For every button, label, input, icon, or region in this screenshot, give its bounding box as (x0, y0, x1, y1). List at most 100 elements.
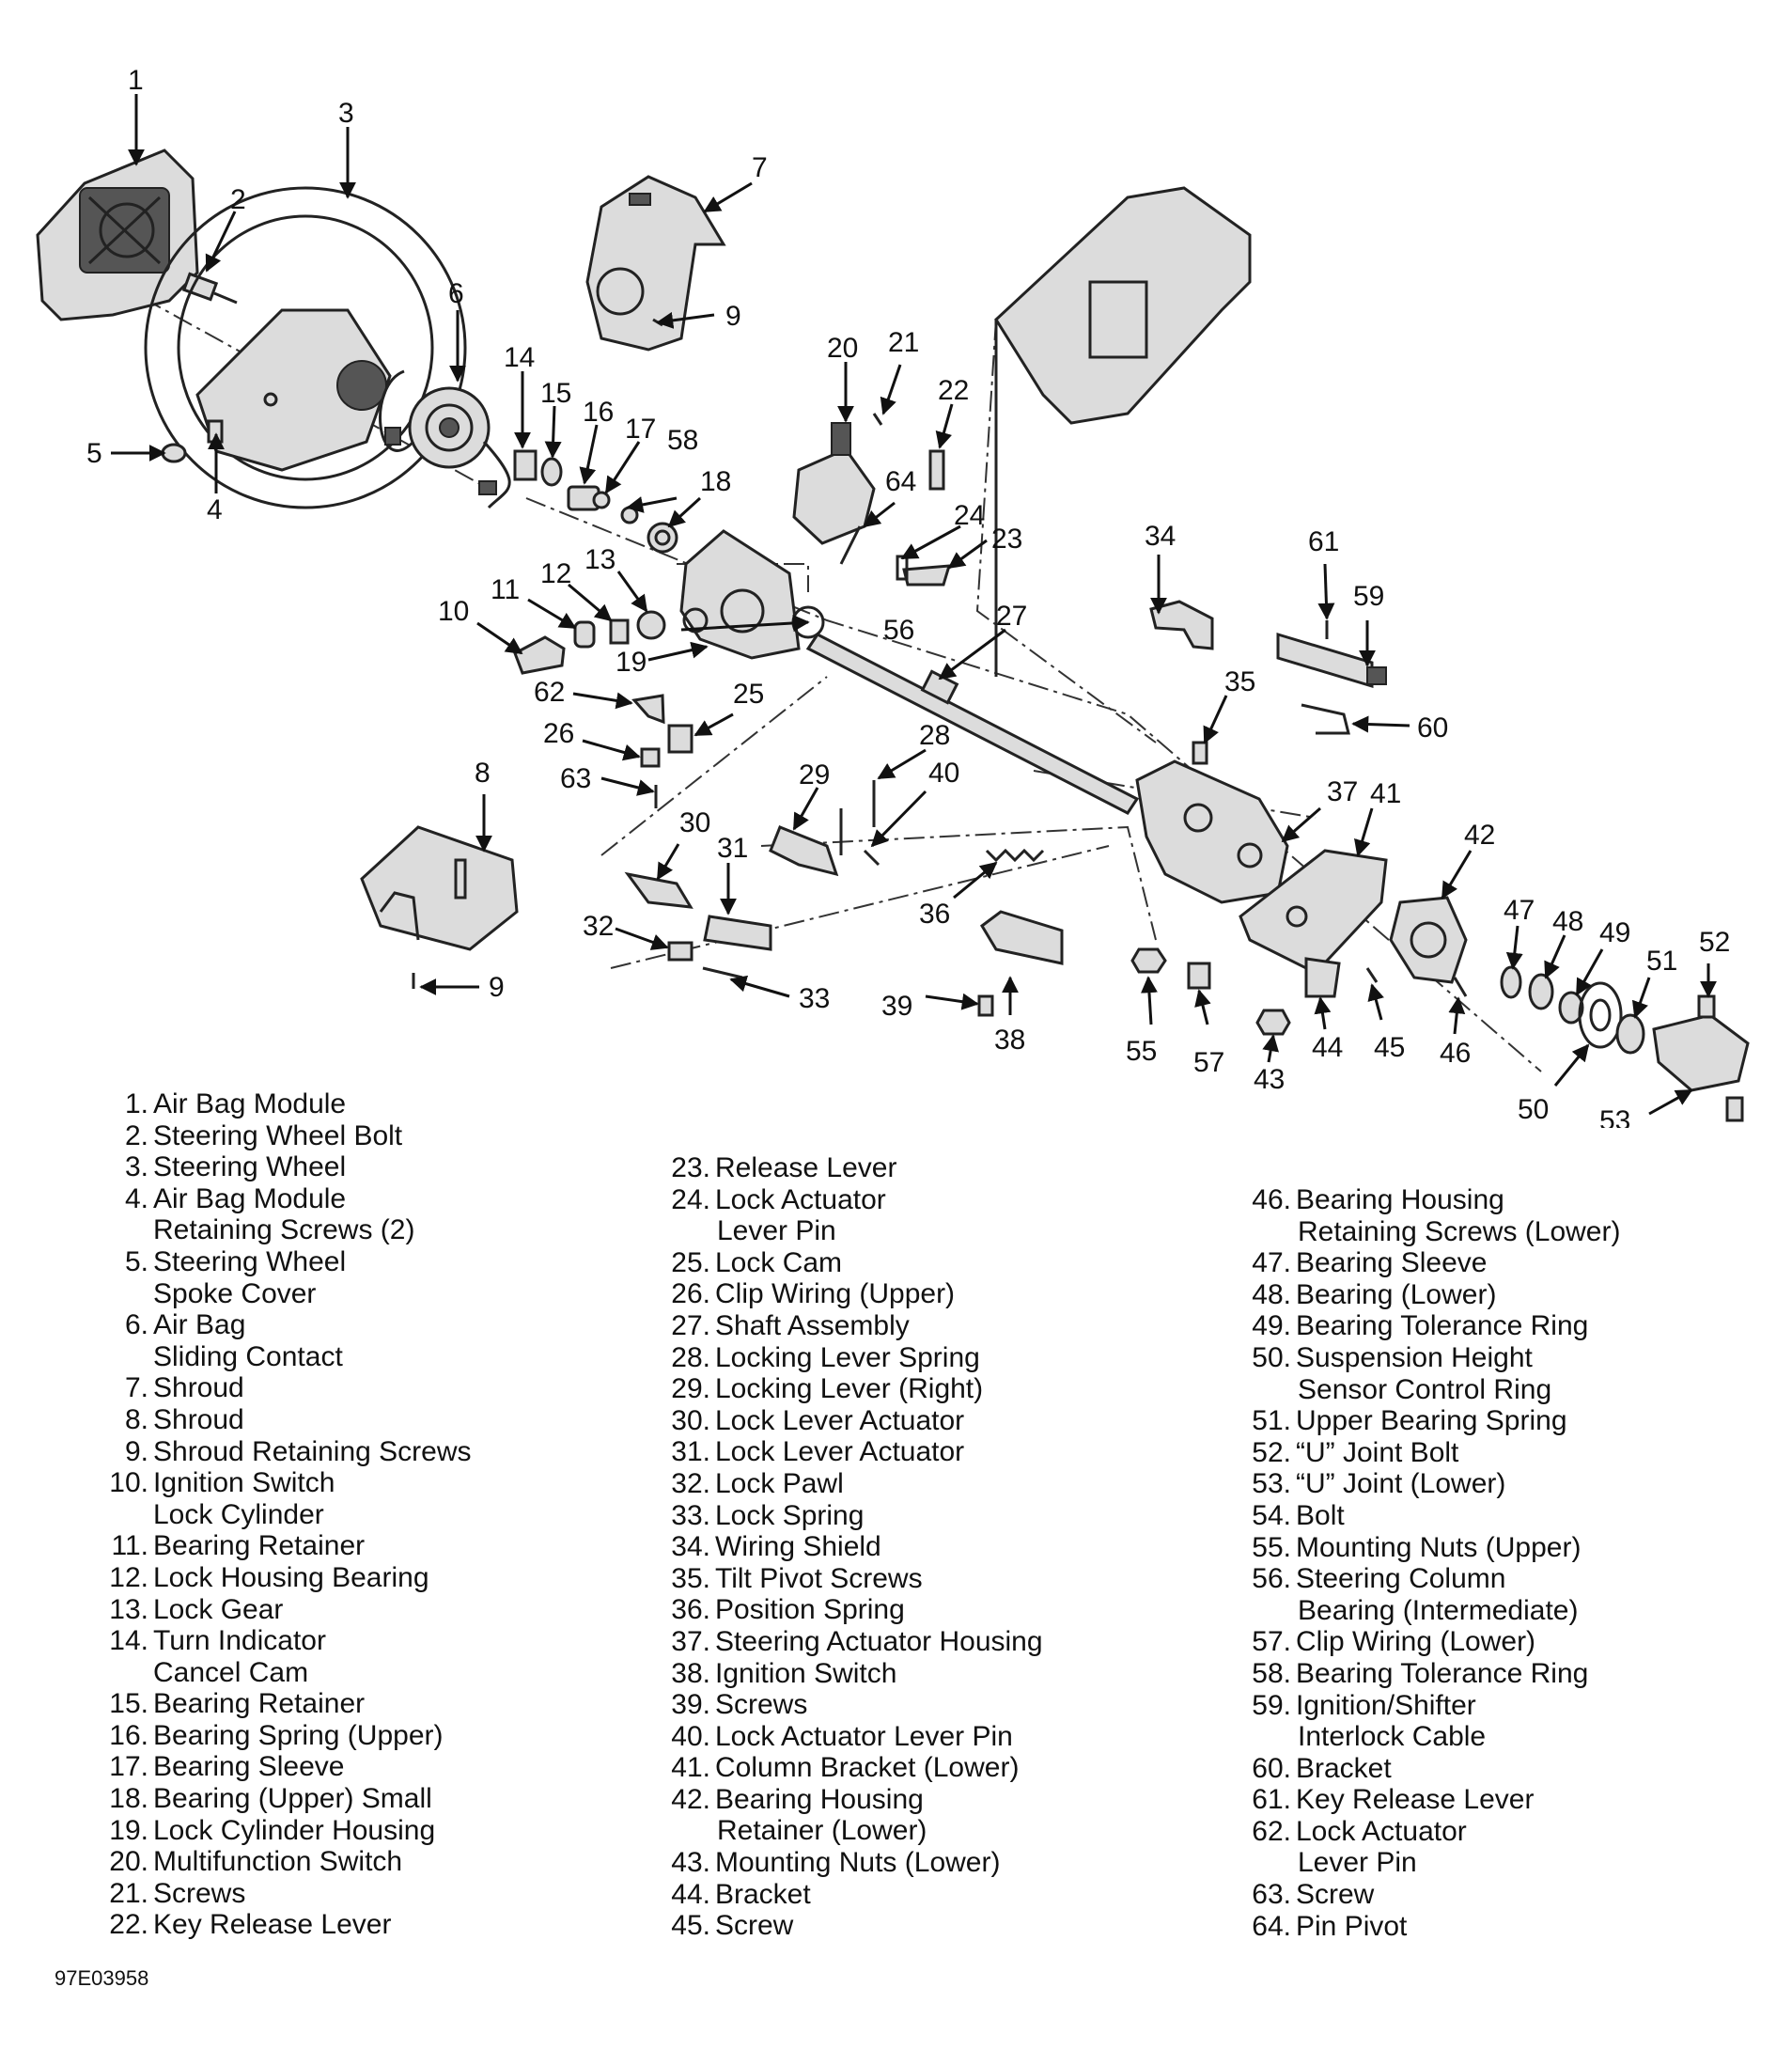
callout-1: 1 (128, 65, 144, 96)
callout-42: 42 (1464, 820, 1495, 851)
legend-item: 7.Shroud (94, 1372, 472, 1404)
legend-item-text: Position Spring (715, 1594, 905, 1626)
legend-item: 38.Ignition Switch (658, 1658, 1043, 1690)
legend-item-text: Bearing Tolerance Ring (1296, 1310, 1589, 1342)
air-bag-sliding-contact (379, 369, 511, 509)
clip-wiring-upper (640, 747, 661, 768)
legend-item-text: Mounting Nuts (Upper) (1296, 1531, 1582, 1563)
bearing-lower (1528, 973, 1554, 1010)
legend-item-text: Lock Actuator Lever Pin (715, 1720, 1013, 1752)
legend-item: 18.Bearing (Upper) Small (94, 1783, 472, 1815)
callout-64: 64 (885, 466, 916, 497)
figure-id: 97E03958 (55, 1966, 149, 1990)
legend-item-text: Retaining Screws (Lower) (1298, 1215, 1621, 1247)
legend-item-number: 26. (671, 1278, 710, 1310)
callout-59: 59 (1353, 581, 1384, 612)
legend-item-number: 19. (109, 1814, 148, 1846)
callout-61: 61 (1308, 526, 1339, 557)
exploded-steering-column-diagram: 1 2 3 4 5 6 7 8 9 9 10 11 12 13 14 15 16… (36, 65, 1750, 1128)
callout-55: 55 (1126, 1036, 1157, 1067)
callout-50: 50 (1518, 1094, 1549, 1125)
bearing-upper-small (647, 522, 678, 554)
legend-item-text: Pin Pivot (1296, 1910, 1408, 1942)
callout-41: 41 (1370, 778, 1401, 809)
callout-37: 37 (1327, 776, 1358, 807)
legend-item-number: 6. (124, 1309, 148, 1341)
legend-item: 16.Bearing Spring (Upper) (94, 1720, 472, 1752)
legend-item-text: Retainer (Lower) (717, 1815, 927, 1847)
legend-item-text: Upper Bearing Spring (1296, 1405, 1567, 1437)
legend-item-number: 27. (671, 1309, 710, 1341)
legend-item-number: 34. (671, 1531, 710, 1563)
wiring-shield (1149, 600, 1214, 650)
legend-item-number: 37. (671, 1625, 710, 1657)
legend-item-text: Column Bracket (Lower) (715, 1752, 1020, 1784)
callout-14: 14 (504, 342, 535, 373)
bearing-tolerance-ring-58 (620, 506, 639, 524)
callout-33: 33 (799, 983, 830, 1014)
callout-46: 46 (1440, 1038, 1471, 1069)
legend-item-text: Bearing (Lower) (1296, 1278, 1497, 1310)
clip-wiring-lower (1187, 962, 1211, 990)
legend-item-number: 53. (1252, 1468, 1291, 1500)
legend-item-number: 44. (671, 1878, 710, 1910)
legend-item: 2.Steering Wheel Bolt (94, 1120, 472, 1152)
legend-item-number: 29. (671, 1373, 710, 1405)
legend-item-number: 55. (1252, 1531, 1291, 1563)
legend-item: 3.Steering Wheel (94, 1151, 472, 1183)
legend-item-number: 5. (124, 1245, 148, 1277)
legend-item-number: 64. (1252, 1910, 1291, 1942)
callout-49: 49 (1599, 917, 1630, 948)
legend-item-text: Bearing Retainer (153, 1530, 366, 1562)
legend-item-number: 4. (124, 1182, 148, 1214)
legend-item: 33.Lock Spring (658, 1500, 1043, 1532)
legend-item: 23.Release Lever (658, 1152, 1043, 1184)
callout-51: 51 (1646, 946, 1677, 977)
legend-item-number: 30. (671, 1404, 710, 1436)
lock-pawl (667, 941, 693, 962)
callout-58: 58 (667, 425, 698, 456)
suspension-height-sensor-control-ring (1578, 981, 1623, 1049)
legend-item: 57.Clip Wiring (Lower) (1239, 1626, 1620, 1658)
callout-31: 31 (717, 833, 748, 864)
legend-item-text: Sensor Control Ring (1298, 1373, 1552, 1405)
legend-item: 47.Bearing Sleeve (1239, 1247, 1620, 1279)
legend-item-text: Release Lever (715, 1152, 897, 1183)
legend-item-number: 18. (109, 1783, 148, 1815)
legend-item-text: Shroud (153, 1372, 244, 1404)
legend-item-number: 58. (1252, 1657, 1291, 1689)
legend-item-text: Spoke Cover (153, 1277, 317, 1309)
callout-2: 2 (230, 184, 246, 215)
legend-item-text: Clip Wiring (Lower) (1296, 1626, 1536, 1658)
ignition-switch (980, 910, 1064, 965)
legend-item-text: Bearing Housing (1296, 1184, 1504, 1215)
legend-item: 8.Shroud (94, 1404, 472, 1436)
upper-bearing-spring (1615, 1013, 1645, 1055)
callout-52: 52 (1699, 927, 1730, 958)
legend-item-text: Lock Actuator (1296, 1815, 1467, 1847)
callout-4: 4 (207, 494, 223, 525)
legend-item-number: 7. (124, 1372, 148, 1404)
legend-item: 1.Air Bag Module (94, 1088, 472, 1120)
legend-item-number: 63. (1252, 1879, 1291, 1911)
legend-item-number: 33. (671, 1499, 710, 1531)
callout-labels: 1 2 3 4 5 6 7 8 9 9 10 11 12 13 14 15 16… (86, 65, 1730, 1128)
legend-item: 13.Lock Gear (94, 1594, 472, 1626)
legend-item-text: Bearing Retainer (153, 1688, 366, 1720)
legend-item-number: 23. (671, 1152, 710, 1183)
legend-item: 44.Bracket (658, 1879, 1043, 1911)
legend-item-number: 45. (671, 1910, 710, 1942)
callout-62: 62 (534, 677, 565, 708)
legend-item-text: Steering Wheel (153, 1151, 347, 1183)
lock-spring (702, 966, 743, 979)
legend-item-text: Ignition Switch (153, 1467, 335, 1499)
callout-43: 43 (1254, 1064, 1285, 1095)
legend-item-text: Screw (1296, 1879, 1375, 1911)
legend-item-text: Bearing Tolerance Ring (1296, 1657, 1589, 1689)
position-spring (985, 848, 1045, 863)
callout-23: 23 (991, 524, 1022, 555)
ignition-lock-cylinder (513, 635, 566, 675)
legend-item-text: Bearing Housing (715, 1783, 924, 1815)
